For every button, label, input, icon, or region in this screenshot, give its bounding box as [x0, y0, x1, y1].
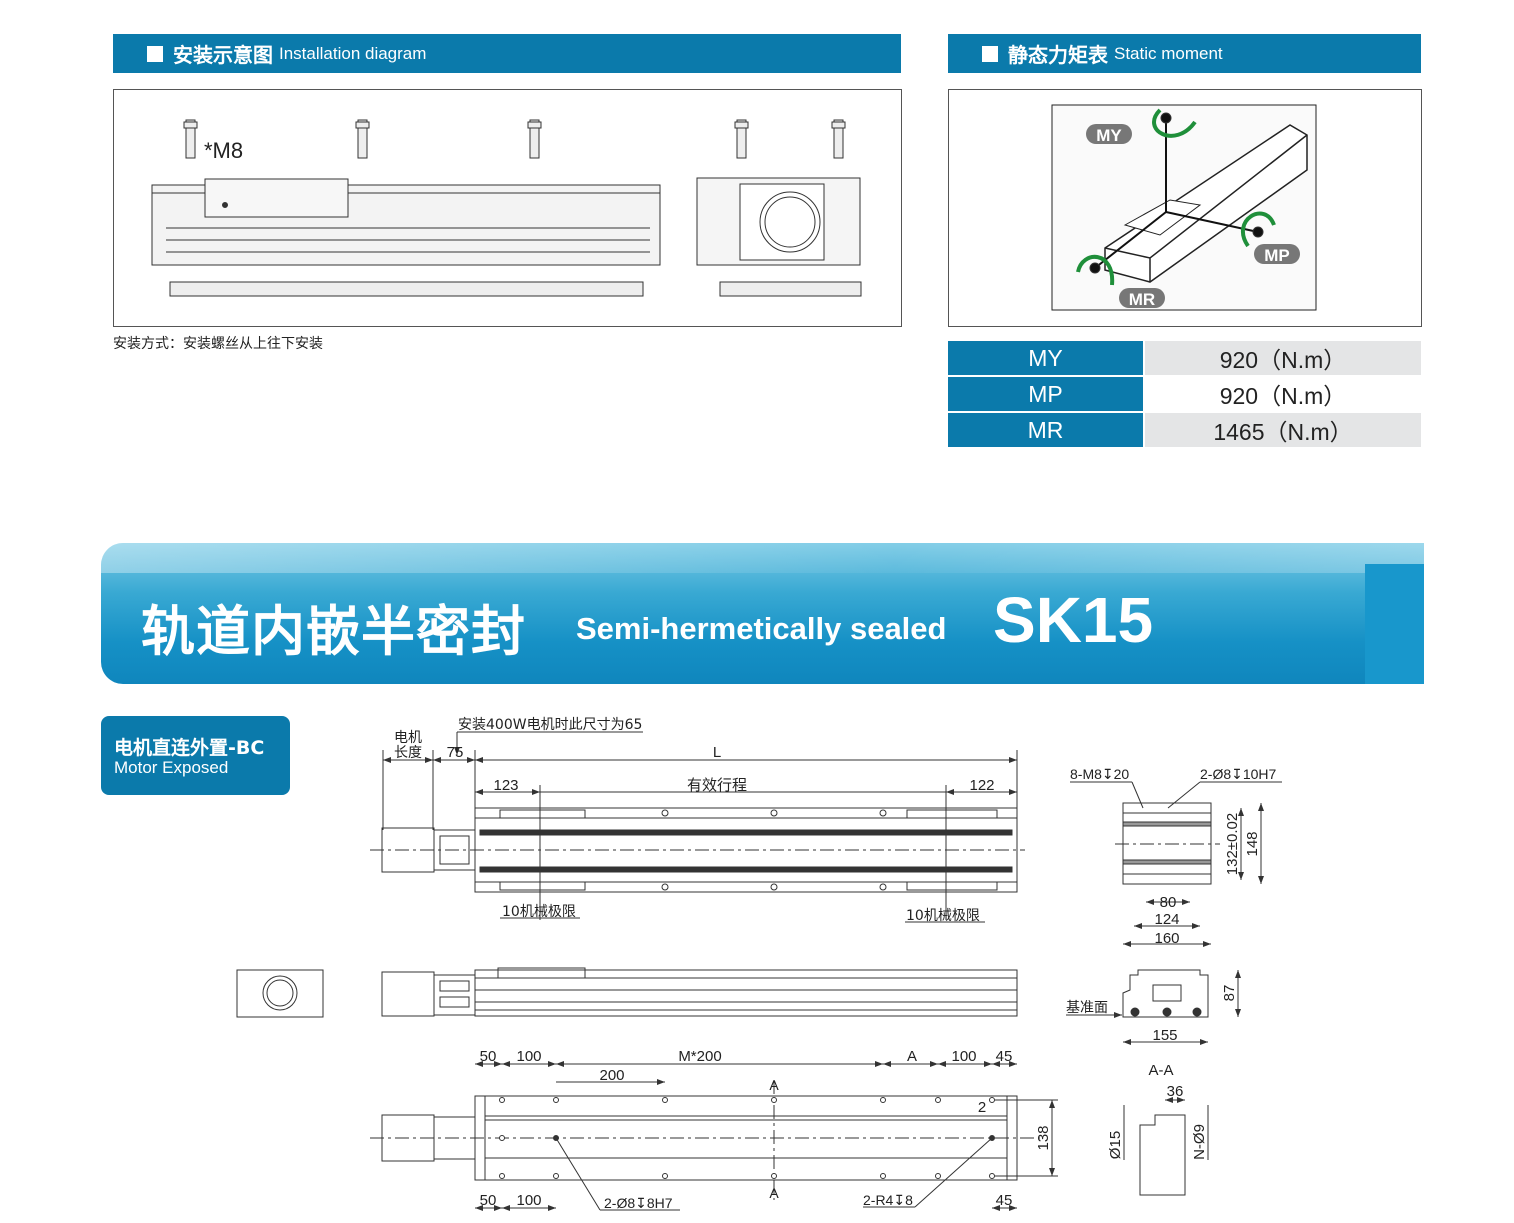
- dim-123: 123: [493, 777, 518, 794]
- dim-45-bottom: 45: [996, 1192, 1013, 1209]
- dim-122: 122: [969, 777, 994, 794]
- header-title-en: Static moment: [1114, 43, 1223, 63]
- moment-value: 920（N.m）: [1144, 341, 1421, 377]
- mech-limit-right: 10机械极限: [906, 908, 980, 924]
- dim-100-top: 100: [516, 1048, 541, 1065]
- installation-diagram-header: 安装示意图 Installation diagram: [113, 34, 901, 73]
- section-label: A-A: [1148, 1062, 1173, 1079]
- note-400w: 安装400W电机时此尺寸为65: [458, 717, 642, 733]
- pin-hole-bottom-label: 2-Ø8↧8H7: [604, 1195, 673, 1211]
- header-title-en: Installation diagram: [279, 43, 427, 63]
- dim-155: 155: [1152, 1027, 1177, 1044]
- end-view-drawings: 8-M8↧20 2-Ø8↧10H7 132±0.02 148 80 124 16…: [1066, 766, 1282, 1196]
- dim-100-top-right: 100: [951, 1048, 976, 1065]
- datum-label: 基准面: [1066, 999, 1108, 1016]
- banner-tab: [1365, 564, 1424, 684]
- mech-limit-left: 10机械极限: [502, 904, 576, 920]
- dim-45-top: 45: [996, 1048, 1013, 1065]
- pin-holes-label: 2-Ø8↧10H7: [1200, 766, 1277, 782]
- square-bullet-icon: [147, 45, 163, 62]
- side-view-drawing: [236, 967, 1018, 1018]
- dim-100-bottom: 100: [516, 1192, 541, 1209]
- installation-note: 安装方式：安装螺丝从上往下安装: [113, 336, 323, 352]
- dim-200: 200: [599, 1067, 624, 1084]
- rotation-arrow-icon: [1076, 254, 1115, 286]
- dim-50-top: 50: [480, 1048, 497, 1065]
- square-bullet-icon: [982, 45, 998, 62]
- label-my: MY: [1096, 126, 1122, 145]
- static-moment-diagram: MY MP MR: [1051, 104, 1317, 311]
- r4-label: 2-R4↧8: [863, 1192, 913, 1208]
- dim-75: 75: [447, 744, 464, 761]
- bottom-view-drawing: 50 100 M*200 A 100 45 200 A A 2 138 50 1…: [370, 1048, 1058, 1211]
- dim-132: 132±0.02: [1224, 813, 1241, 875]
- product-banner: 轨道内嵌半密封 Semi-hermetically sealed SK15: [101, 543, 1424, 684]
- moment-name: MR: [948, 412, 1145, 449]
- dim-36: 36: [1167, 1083, 1184, 1100]
- installation-side-view: *M8: [151, 119, 862, 297]
- dim-2: 2: [978, 1099, 986, 1116]
- m8-holes-label: 8-M8↧20: [1070, 766, 1129, 782]
- dim-L: L: [713, 744, 721, 761]
- bolt-label: *M8: [204, 138, 243, 163]
- model-name: SK15: [993, 584, 1154, 656]
- dia-15: Ø15: [1107, 1131, 1124, 1159]
- banner-highlight: [101, 543, 1424, 573]
- moment-value: 1465（N.m）: [1144, 412, 1421, 449]
- variant-cn: 电机直连外置-BC: [114, 737, 265, 759]
- label-mp: MP: [1264, 246, 1290, 265]
- dim-A: A: [907, 1048, 917, 1065]
- dim-m200: M*200: [678, 1048, 721, 1065]
- dim-148: 148: [1244, 831, 1261, 856]
- variant-badge: 电机直连外置-BC Motor Exposed: [101, 716, 290, 795]
- section-mark-bottom: A: [769, 1185, 779, 1201]
- header-title-cn: 静态力矩表: [1008, 43, 1108, 67]
- section-mark-top: A: [769, 1077, 779, 1093]
- n-dia-9: N-Ø9: [1191, 1124, 1208, 1160]
- dim-160: 160: [1154, 930, 1179, 947]
- dim-87: 87: [1221, 985, 1238, 1002]
- top-view-drawing: 电机 长度 安装400W电机时此尺寸为65 75 L 123 有效行程 122 …: [370, 717, 1025, 924]
- effective-stroke-label: 有效行程: [687, 776, 747, 794]
- bolt-icons: [183, 119, 846, 159]
- dim-50-bottom: 50: [480, 1192, 497, 1209]
- moment-value: 920（N.m）: [1144, 376, 1421, 413]
- rotation-arrow-icon: [1240, 211, 1276, 248]
- static-moment-header: 静态力矩表 Static moment: [948, 34, 1421, 73]
- banner-title-en: Semi-hermetically sealed: [576, 611, 947, 646]
- moment-name: MP: [948, 376, 1145, 413]
- moment-name: MY: [948, 341, 1145, 377]
- dim-124: 124: [1154, 911, 1179, 928]
- dim-138: 138: [1035, 1125, 1052, 1150]
- label-mr: MR: [1129, 290, 1155, 309]
- rotation-arrow-icon: [1152, 108, 1197, 138]
- header-title-cn: 安装示意图: [173, 43, 273, 67]
- dim-80: 80: [1160, 894, 1177, 911]
- motor-length-label: 长度: [394, 745, 422, 761]
- banner-title-cn: 轨道内嵌半密封: [141, 600, 526, 663]
- variant-en: Motor Exposed: [114, 758, 229, 777]
- motor-length-label: 电机: [394, 730, 422, 746]
